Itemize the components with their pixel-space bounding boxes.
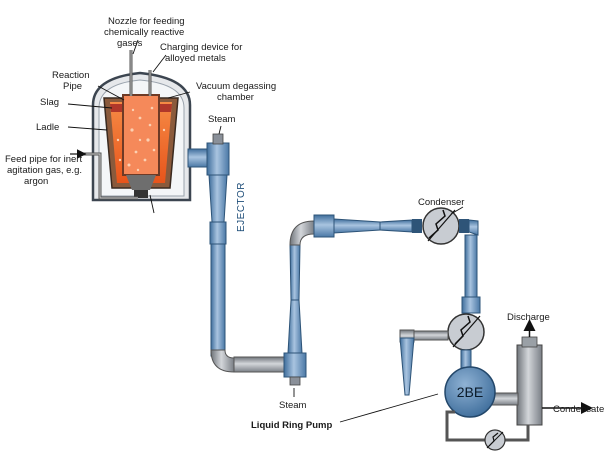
label-condensate: Condensate: [553, 404, 604, 415]
label-reaction-1: Reaction: [52, 70, 90, 81]
label-ejector: EJECTOR: [236, 182, 247, 232]
ejector: [206, 133, 230, 245]
ejector-downpipe: [210, 243, 226, 357]
label-charging-1: Charging device for: [160, 42, 242, 53]
bottom-elbow: [210, 349, 287, 373]
heat-exchanger-upper: [447, 313, 485, 351]
upper-elbow: [289, 220, 315, 246]
label-steam-bottom: Steam: [279, 400, 307, 411]
label-charging-2: alloyed metals: [165, 53, 226, 64]
gas-bubbles: [116, 106, 166, 172]
label-vacuum-1: Vacuum degassing: [196, 81, 276, 92]
recirculation-pipe: [399, 329, 449, 396]
liquid-ring-pump: 2BE: [444, 366, 496, 418]
label-reaction-2: Pipe: [63, 81, 82, 92]
label-liquid-ring-pump: Liquid Ring Pump: [251, 420, 332, 431]
condenser-inlet-duct: [313, 214, 422, 238]
label-steam-top: Steam: [208, 114, 236, 125]
label-condenser: Condenser: [418, 197, 464, 208]
label-nozzle-2: chemically reactive: [104, 27, 184, 38]
label-discharge: Discharge: [507, 312, 550, 323]
label-feed-1: Feed pipe for inert: [5, 154, 82, 165]
separator-column: [516, 319, 543, 426]
label-ladle: Ladle: [36, 122, 59, 133]
labels: Nozzle for feeding chemically reactive g…: [5, 16, 604, 431]
label-vacuum-2: chamber: [217, 92, 254, 103]
leader-lines: [67, 39, 464, 423]
second-ejector: [283, 244, 307, 386]
pump-label: 2BE: [457, 384, 483, 400]
feed-pipe: [78, 152, 138, 200]
label-feed-2: agitation gas, e.g.: [7, 165, 82, 176]
condenser: [422, 207, 460, 245]
cooling-loop: [445, 410, 530, 451]
condenser-outlet: [459, 219, 481, 314]
label-nozzle-1: Nozzle for feeding: [108, 16, 185, 27]
label-nozzle-3: gases: [117, 38, 143, 49]
label-feed-3: argon: [24, 176, 48, 187]
label-slag: Slag: [40, 97, 59, 108]
